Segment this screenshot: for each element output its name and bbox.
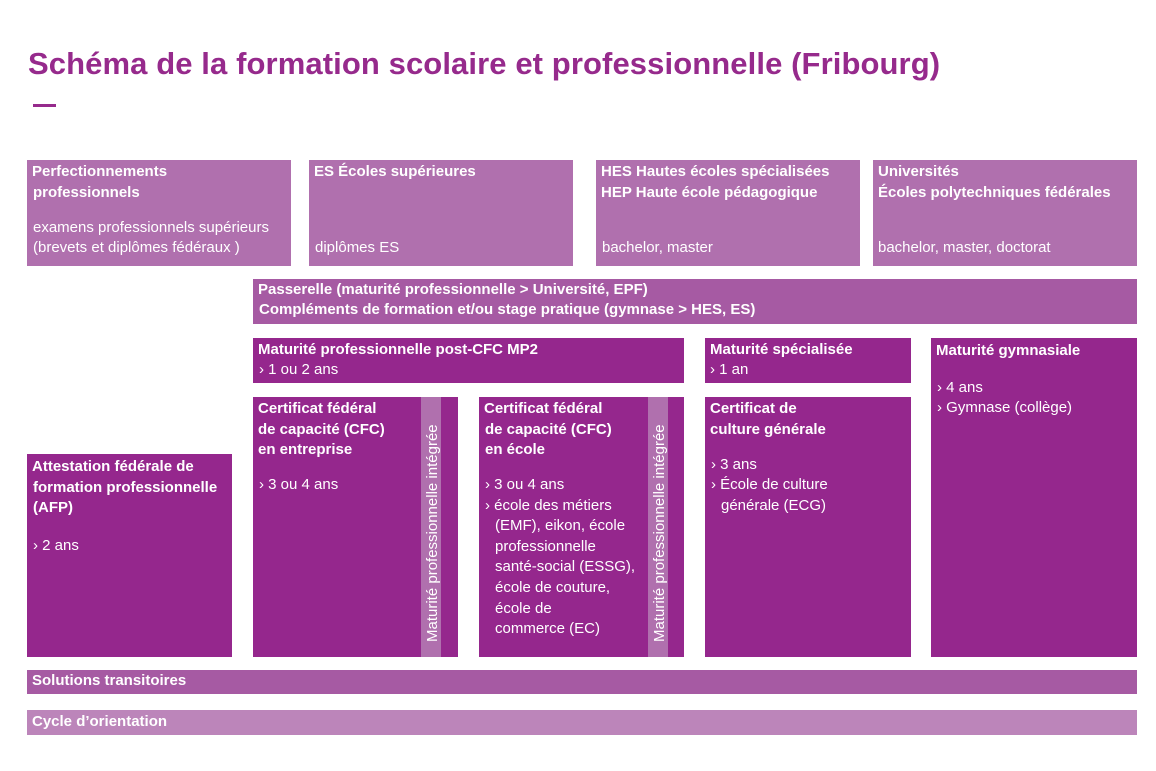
box-ecoles-superieures: ES Écoles supérieures diplômes ES bbox=[309, 160, 573, 266]
universites-desc: bachelor, master, doctorat bbox=[878, 239, 1051, 256]
cfc-ecole-schools-6: école de bbox=[495, 600, 552, 617]
solutions-transitoires-label: Solutions transitoires bbox=[32, 672, 187, 689]
maturite-pro-detail: › 1 ou 2 ans bbox=[259, 361, 339, 378]
afp-title-2: formation professionnelle bbox=[33, 479, 218, 496]
cfc-ecole-schools-7: commerce (EC) bbox=[495, 620, 601, 637]
box-universites: Universités Écoles polytechniques fédéra… bbox=[873, 160, 1137, 266]
maturite-integree-bar: Maturité professionnelle intégrée bbox=[648, 397, 668, 657]
cfc-ecole-title-3: en école bbox=[485, 441, 546, 458]
box-cycle-orientation: Cycle d’orientation bbox=[27, 710, 1137, 735]
maturite-integree-bar: Maturité professionnelle intégrée bbox=[421, 397, 441, 657]
cycle-orientation-label: Cycle d’orientation bbox=[32, 713, 168, 730]
perfectionnements-desc-2: (brevets et diplômes fédéraux ) bbox=[33, 239, 240, 256]
box-cfc-ecole: Certificat fédéral de capacité (CFC) en … bbox=[479, 397, 684, 657]
culture-generale-school-2: générale (ECG) bbox=[721, 497, 827, 514]
cfc-ecole-schools-3: professionnelle bbox=[495, 538, 596, 555]
maturite-integree-label: Maturité professionnelle intégrée bbox=[651, 424, 668, 642]
box-solutions-transitoires: Solutions transitoires bbox=[27, 670, 1137, 694]
es-desc: diplômes ES bbox=[315, 239, 400, 256]
box-afp: Attestation fédérale de formation profes… bbox=[27, 454, 232, 657]
cfc-ecole-schools-4: santé-social (ESSG), bbox=[495, 558, 636, 575]
universites-title-1: Universités bbox=[878, 163, 959, 180]
box-cfc-entreprise: Certificat fédéral de capacité (CFC) en … bbox=[253, 397, 458, 657]
hes-desc: bachelor, master bbox=[602, 239, 713, 256]
maturite-pro-title: Maturité professionnelle post-CFC MP2 bbox=[258, 341, 539, 358]
culture-generale-detail: › 3 ans bbox=[711, 456, 757, 473]
maturite-gymnasiale-school: › Gymnase (collège) bbox=[937, 399, 1073, 416]
perfectionnements-desc-1: examens professionnels supérieurs bbox=[33, 219, 269, 236]
culture-generale-school-1: › École de culture bbox=[711, 476, 828, 493]
cfc-entreprise-title-1: Certificat fédéral bbox=[258, 400, 377, 417]
cfc-entreprise-title-3: en entreprise bbox=[258, 441, 353, 458]
cfc-ecole-title-1: Certificat fédéral bbox=[484, 400, 603, 417]
maturite-gymnasiale-duration: › 4 ans bbox=[937, 379, 983, 396]
box-maturite-specialisee: Maturité spécialisée › 1 an bbox=[705, 338, 911, 383]
maturite-specialisee-detail: › 1 an bbox=[710, 361, 749, 378]
cfc-entreprise-title-2: de capacité (CFC) bbox=[258, 421, 385, 438]
afp-title-1: Attestation fédérale de bbox=[32, 458, 194, 475]
passerelle-line-1: Passerelle (maturité professionnelle > U… bbox=[258, 281, 648, 298]
title-underline bbox=[33, 104, 56, 107]
box-hes-hep: HES Hautes écoles spécialisées HEP Haute… bbox=[596, 160, 860, 266]
es-title: ES Écoles supérieures bbox=[314, 163, 476, 180]
perfectionnements-title-2: professionnels bbox=[33, 184, 140, 201]
universites-title-2: Écoles polytechniques fédérales bbox=[878, 184, 1111, 201]
box-maturite-gymnasiale: Maturité gymnasiale › 4 ans › Gymnase (c… bbox=[931, 338, 1137, 657]
box-culture-generale: Certificat de culture générale › 3 ans ›… bbox=[705, 397, 911, 657]
culture-generale-title-2: culture générale bbox=[710, 421, 826, 438]
perfectionnements-title-1: Perfectionnements bbox=[32, 163, 168, 180]
hes-title-1: HES Hautes écoles spécialisées bbox=[601, 163, 830, 180]
box-perfectionnements: Perfectionnements professionnels examens… bbox=[27, 160, 291, 266]
cfc-ecole-detail: › 3 ou 4 ans bbox=[485, 476, 565, 493]
page-title: Schéma de la formation scolaire et profe… bbox=[28, 46, 941, 81]
cfc-ecole-title-2: de capacité (CFC) bbox=[485, 421, 612, 438]
box-maturite-pro-post-cfc: Maturité professionnelle post-CFC MP2 › … bbox=[253, 338, 684, 383]
afp-title-3: (AFP) bbox=[33, 499, 73, 516]
maturite-integree-label: Maturité professionnelle intégrée bbox=[424, 424, 441, 642]
box-passerelle: Passerelle (maturité professionnelle > U… bbox=[253, 279, 1137, 324]
hes-title-2: HEP Haute école pédagogique bbox=[601, 184, 818, 201]
maturite-specialisee-title: Maturité spécialisée bbox=[710, 341, 853, 358]
cfc-ecole-schools-5: école de couture, bbox=[495, 579, 611, 596]
maturite-gymnasiale-title: Maturité gymnasiale bbox=[936, 342, 1081, 359]
cfc-ecole-schools-2: (EMF), eikon, école bbox=[495, 517, 626, 534]
cfc-ecole-schools-1: › école des métiers bbox=[485, 497, 612, 514]
afp-detail: › 2 ans bbox=[33, 537, 79, 554]
cfc-entreprise-detail: › 3 ou 4 ans bbox=[259, 476, 339, 493]
culture-generale-title-1: Certificat de bbox=[710, 400, 797, 417]
passerelle-line-2: Compléments de formation et/ou stage pra… bbox=[259, 301, 756, 318]
